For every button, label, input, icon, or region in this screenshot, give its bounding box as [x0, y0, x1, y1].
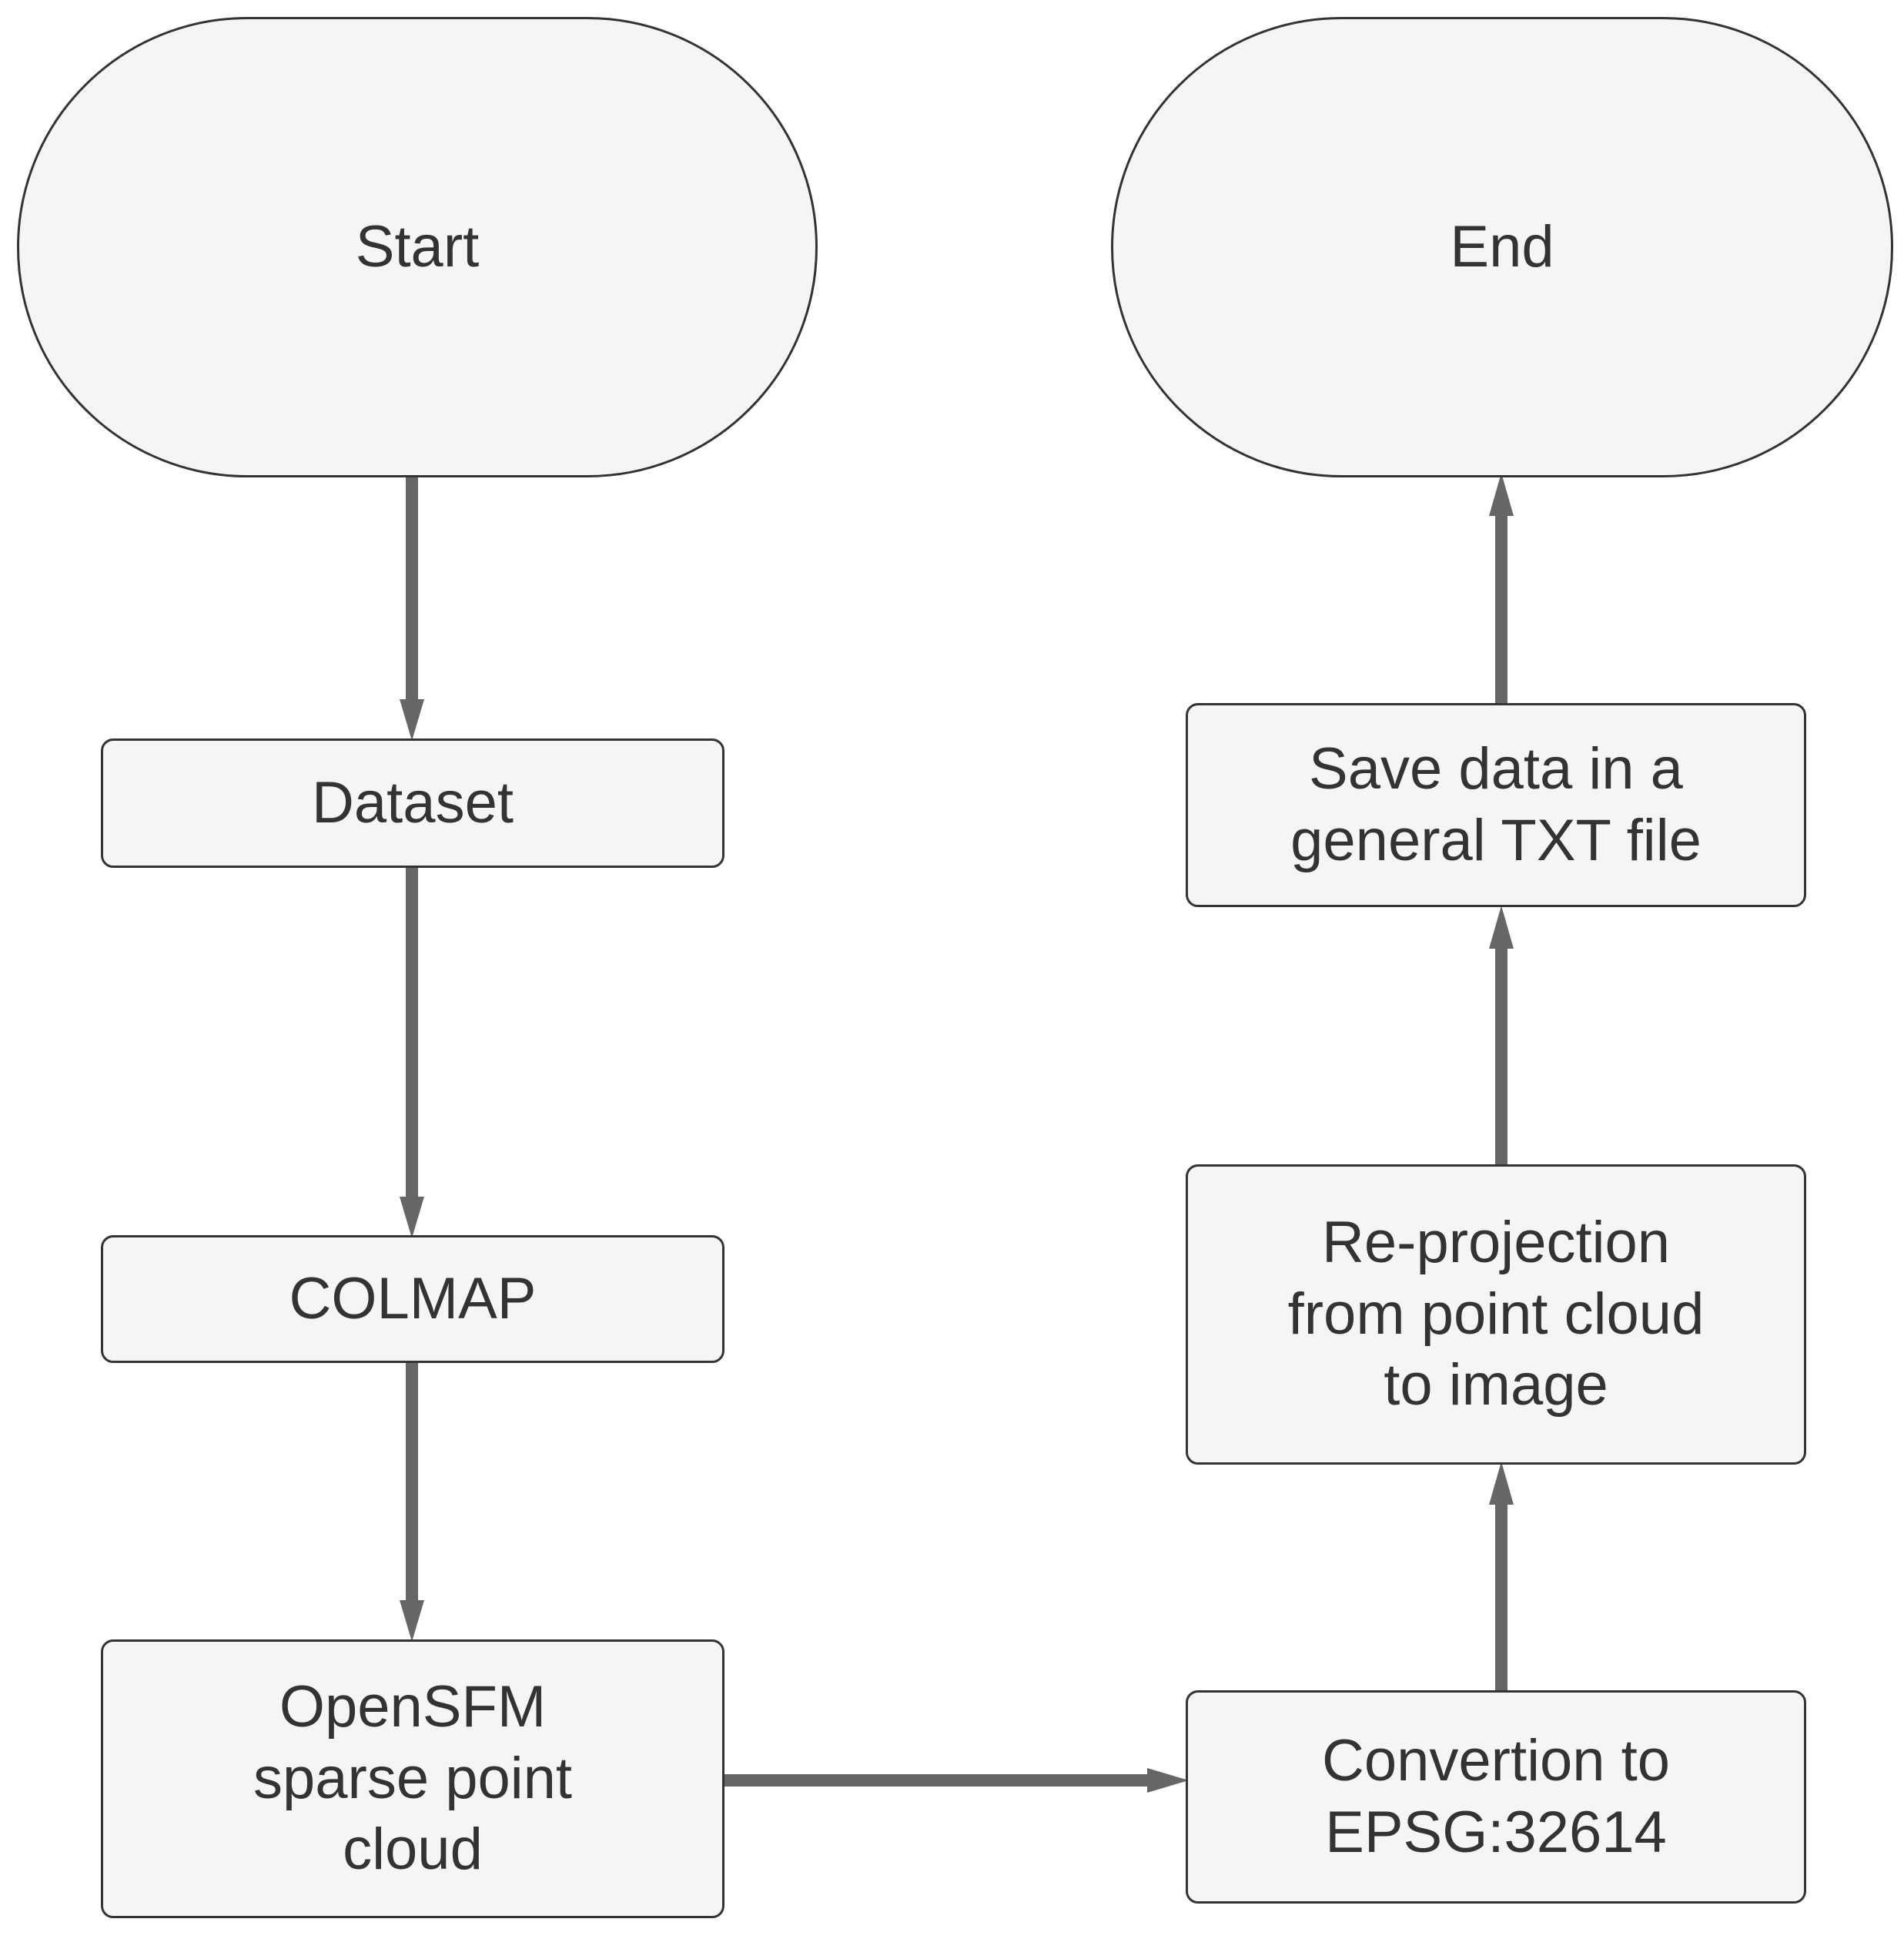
- node-convertion-label: Convertion to EPSG:32614: [1321, 1727, 1671, 1865]
- node-end-label: End: [1450, 213, 1554, 280]
- edge-start-to-dataset: [400, 474, 424, 742]
- node-dataset-label: Dataset: [312, 769, 514, 836]
- node-colmap[interactable]: COLMAP: [101, 1235, 724, 1363]
- node-end[interactable]: End: [1111, 17, 1893, 477]
- node-opensfm-label: OpenSFM sparse point cloud: [253, 1673, 573, 1883]
- edge-dataset-to-colmap: [400, 864, 424, 1240]
- edge-reprojection-to-save: [1489, 906, 1514, 1169]
- edge-convertion-to-reprojection: [1489, 1462, 1514, 1693]
- edge-save-to-end: [1489, 473, 1514, 708]
- edge-opensfm-to-convertion: [721, 1768, 1190, 1793]
- node-save-data-txt[interactable]: Save data in a general TXT file: [1186, 703, 1806, 907]
- node-reprojection[interactable]: Re-projection from point cloud to image: [1186, 1164, 1806, 1465]
- edge-colmap-to-opensfm: [400, 1360, 424, 1643]
- node-convertion-epsg[interactable]: Convertion to EPSG:32614: [1186, 1690, 1806, 1904]
- node-start-label: Start: [355, 213, 480, 280]
- node-opensfm-sparse-point-cloud[interactable]: OpenSFM sparse point cloud: [101, 1639, 724, 1918]
- node-dataset[interactable]: Dataset: [101, 738, 724, 868]
- node-save-label: Save data in a general TXT file: [1290, 735, 1702, 873]
- node-reprojection-label: Re-projection from point cloud to image: [1287, 1209, 1705, 1418]
- node-colmap-label: COLMAP: [289, 1265, 537, 1331]
- node-start[interactable]: Start: [17, 17, 818, 477]
